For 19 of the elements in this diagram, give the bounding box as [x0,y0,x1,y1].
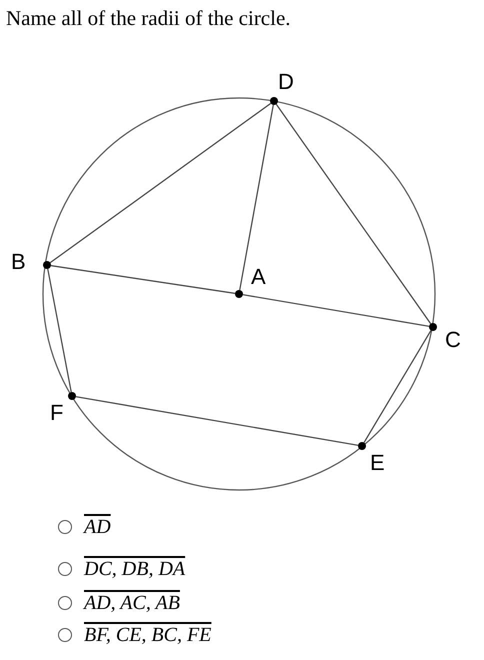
point-label: D [278,71,294,93]
line-segment [50,265,236,294]
point-label: B [11,251,26,273]
line-segment [242,294,430,327]
answer-option: AD, AC, AB [84,592,180,614]
line-segment [239,104,274,290]
line-segment [276,104,432,324]
point-label: A [251,266,266,288]
question-text: Name all of the radii of the circle. [6,6,291,31]
point-label: F [50,402,64,424]
line-segment [47,268,72,392]
point-label: C [445,329,461,351]
answer-option: AD [84,516,111,538]
point-label: E [370,452,385,474]
answer-option: BF, CE, BC, FE [84,624,212,646]
line-segment [364,330,432,443]
answer-option: DC, DB, DA [84,558,186,580]
line-segment [76,396,358,446]
line-segment [50,102,272,264]
